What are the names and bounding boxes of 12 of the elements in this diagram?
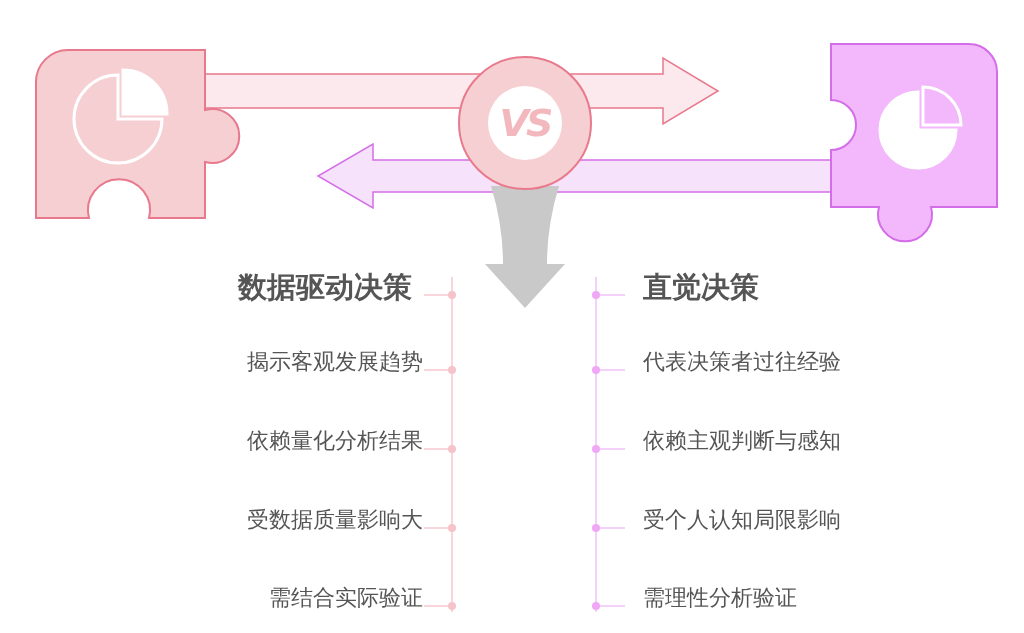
column-heading: 直觉决策 — [643, 269, 759, 305]
list-item: 受个人认知局限影响 — [643, 506, 841, 534]
list-item: 需理性分析验证 — [643, 584, 797, 612]
list-item: 受数据质量影响大 — [247, 506, 423, 534]
list-item: 代表决策者过往经验 — [643, 348, 841, 376]
list-item: 依赖主观判断与感知 — [643, 427, 841, 455]
list-item: 需结合实际验证 — [269, 584, 423, 612]
vs-text: VS — [499, 104, 551, 142]
column-heading: 数据驱动决策 — [238, 269, 412, 305]
block-arrow — [485, 186, 565, 308]
list-item: 依赖量化分析结果 — [247, 427, 423, 455]
list-item: 揭示客观发展趋势 — [247, 348, 423, 376]
